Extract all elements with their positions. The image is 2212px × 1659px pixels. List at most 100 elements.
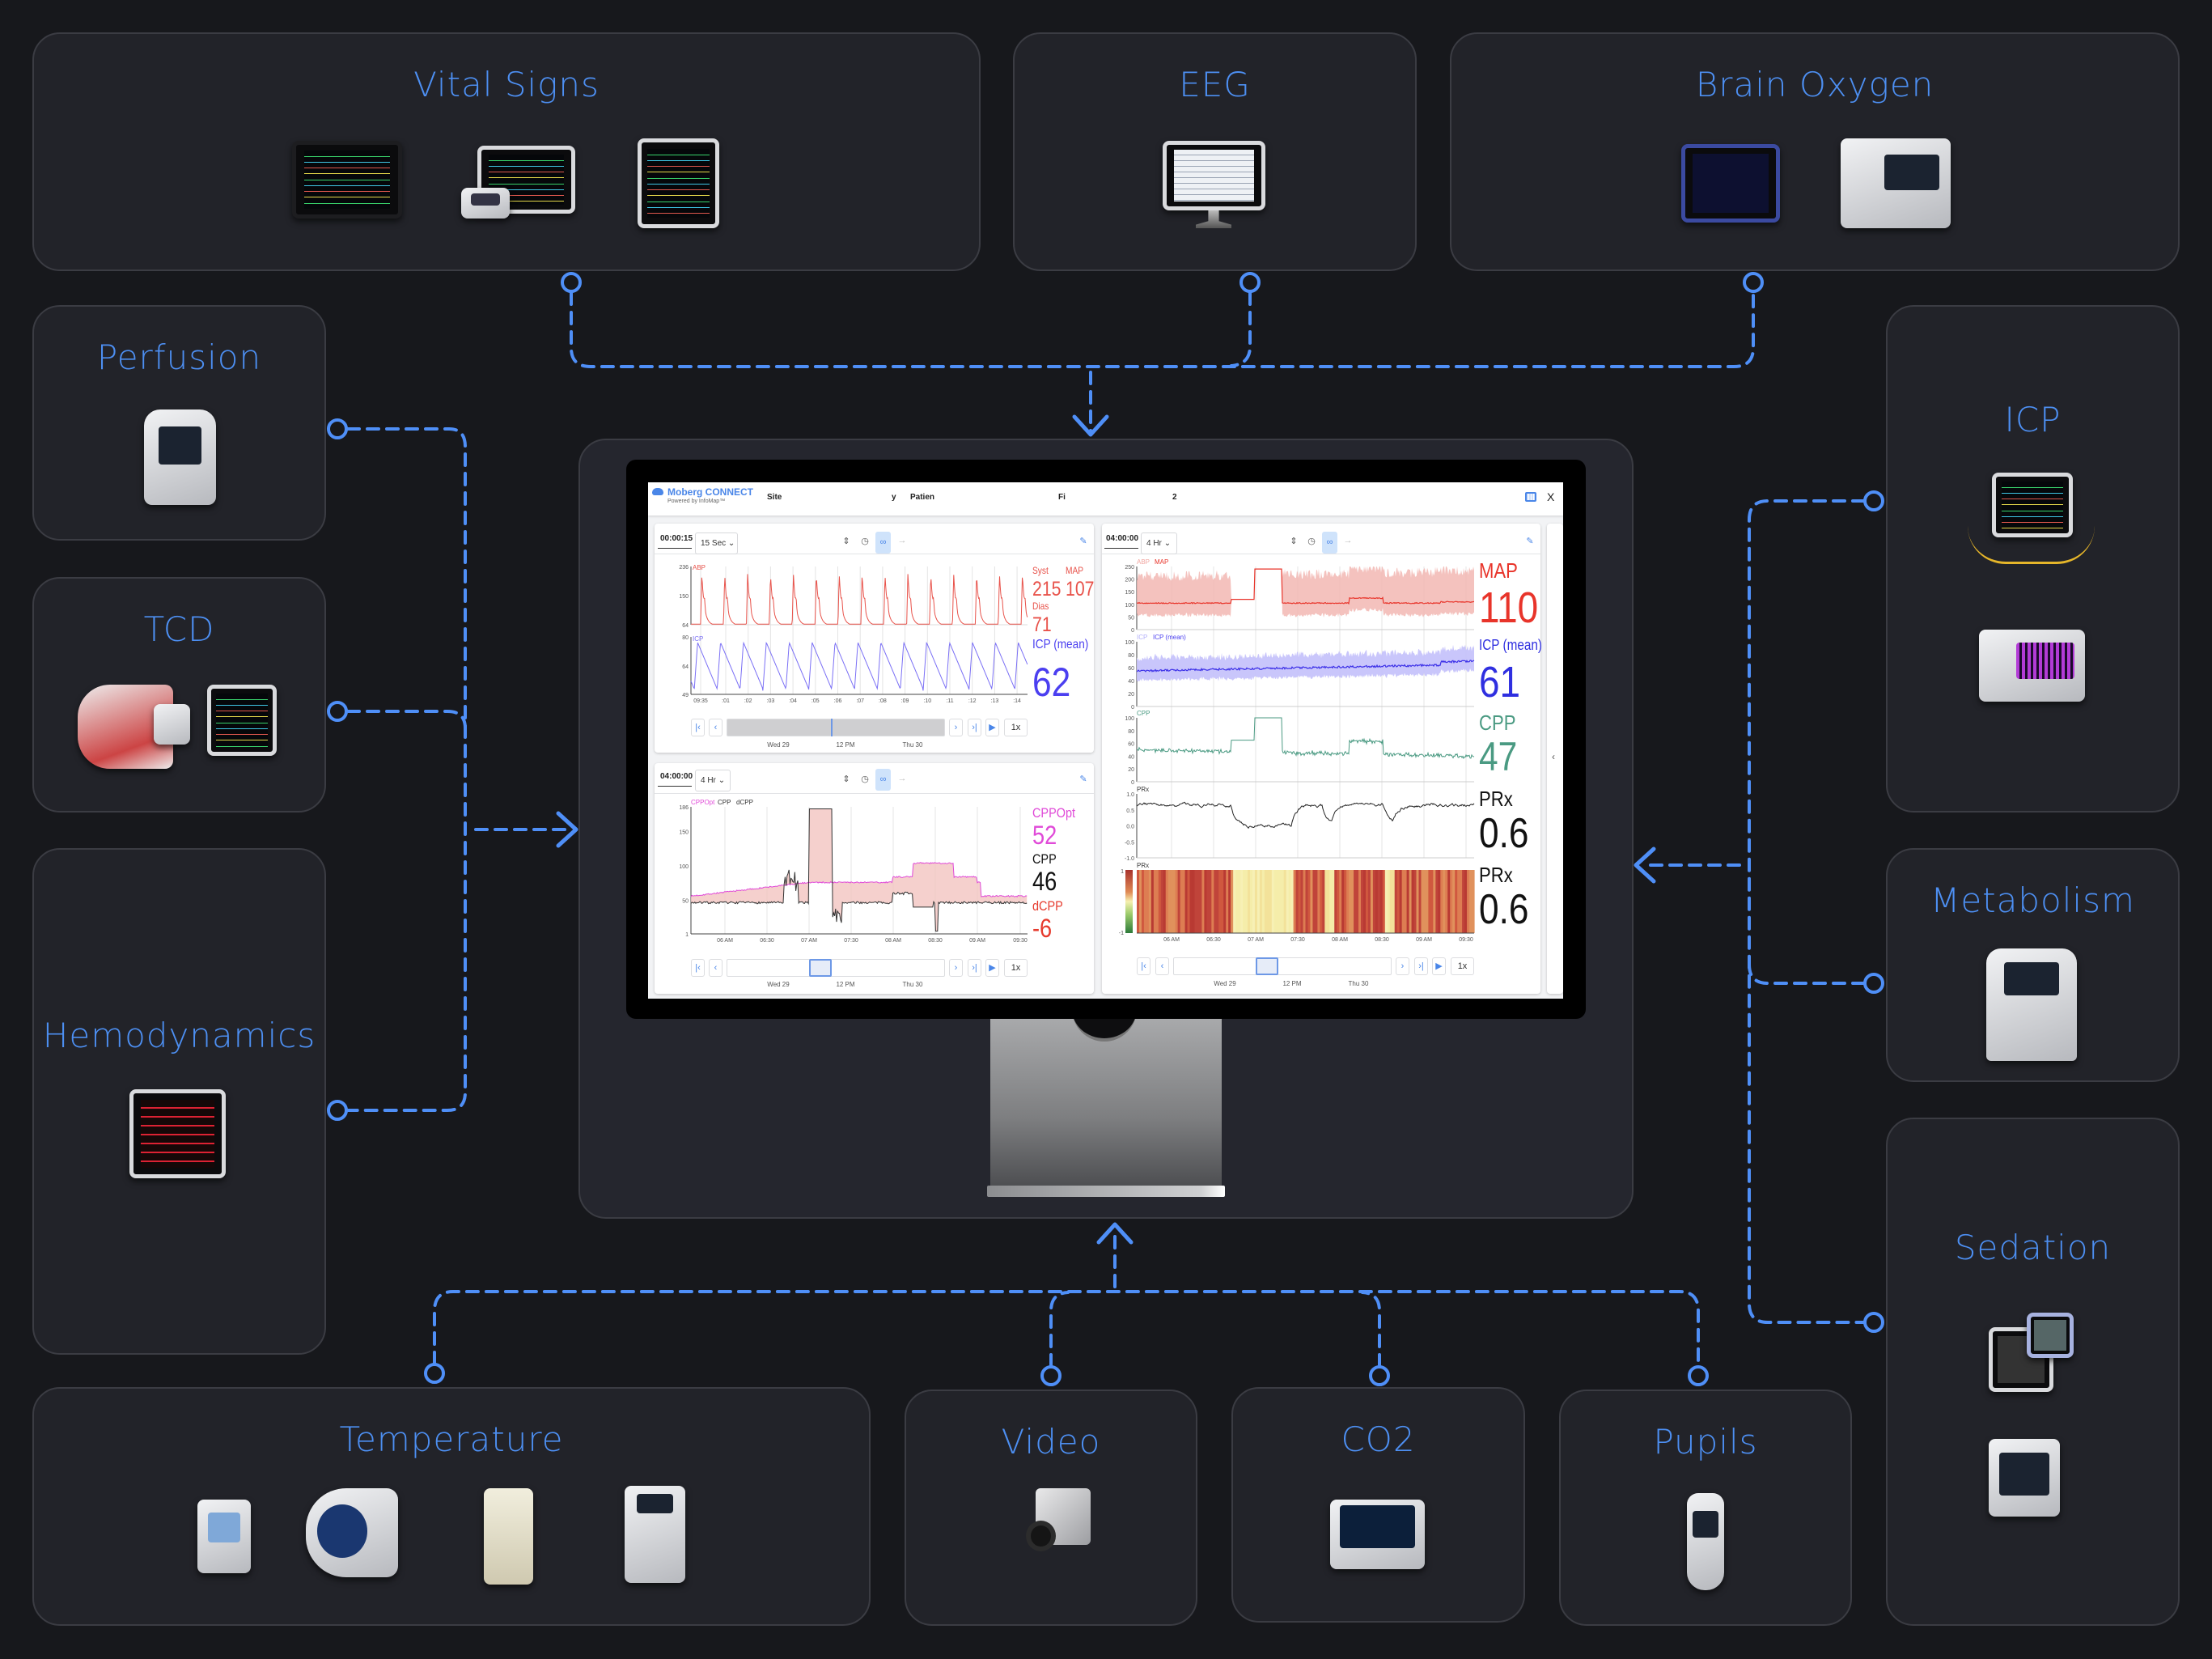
timeline-scrubber[interactable] bbox=[727, 719, 945, 736]
time-tick-label: :04 bbox=[789, 698, 797, 704]
map-value: 107 bbox=[1066, 578, 1095, 600]
expand-icon[interactable]: ⇕ bbox=[842, 774, 850, 784]
heatmap-cell bbox=[1379, 870, 1384, 933]
heatmap-cell bbox=[1252, 870, 1256, 933]
heatmap-cell bbox=[1377, 870, 1381, 933]
arrow-right-icon[interactable]: → bbox=[897, 536, 907, 545]
clock-icon[interactable]: ◷ bbox=[861, 537, 869, 546]
previous-button[interactable]: ‹ bbox=[709, 959, 723, 977]
trend-map-label: MAP bbox=[1479, 558, 1518, 583]
link-icon[interactable]: ∞ bbox=[1322, 532, 1337, 554]
collapse-chevron-icon[interactable]: ‹ bbox=[1552, 751, 1555, 762]
duration-arrow-icon bbox=[658, 786, 692, 787]
heatmap-cell bbox=[1418, 870, 1422, 933]
pencil-icon[interactable]: ✎ bbox=[1079, 774, 1087, 784]
heatmap-cell bbox=[1426, 870, 1430, 933]
timeline-scrubber[interactable] bbox=[1173, 957, 1392, 975]
collapsed-sidebar[interactable] bbox=[1547, 524, 1563, 994]
heatmap-cell bbox=[1148, 870, 1152, 933]
icp-trend-tick-label: 80 bbox=[1128, 653, 1134, 659]
heatmap-cell bbox=[1349, 870, 1352, 933]
timeline-cursor[interactable] bbox=[831, 719, 833, 736]
device-tcd-headset-image bbox=[154, 704, 190, 745]
port-vital-signs bbox=[561, 272, 582, 293]
jump-start-button[interactable]: |‹ bbox=[691, 959, 705, 977]
heatmap-cell bbox=[1464, 870, 1468, 933]
jump-end-button[interactable]: ›| bbox=[1414, 957, 1428, 975]
jump-end-button[interactable]: ›| bbox=[968, 719, 981, 736]
heatmap-cell bbox=[1404, 870, 1408, 933]
heatmap-cell bbox=[1365, 870, 1369, 933]
speed-select[interactable]: 1x bbox=[1451, 957, 1474, 975]
range-value: 4 Hr bbox=[1146, 539, 1162, 548]
icp-legend: ICP bbox=[1137, 634, 1147, 641]
monitor-stand bbox=[990, 1019, 1222, 1186]
device-video-camera-image bbox=[1025, 1488, 1091, 1552]
heatmap-cell bbox=[1163, 870, 1167, 933]
next-button[interactable]: › bbox=[949, 719, 963, 736]
prx-heatmap-legend: PRx bbox=[1137, 862, 1149, 869]
map-legend: MAP bbox=[1155, 558, 1168, 566]
arrow-right-icon[interactable]: → bbox=[897, 774, 907, 783]
link-icon[interactable]: ∞ bbox=[875, 769, 891, 791]
range-dropdown[interactable]: 15 Sec ⌄ bbox=[695, 532, 738, 554]
heatmap-cell bbox=[1433, 870, 1436, 933]
next-button[interactable]: › bbox=[1396, 957, 1409, 975]
header-patient[interactable]: Patien bbox=[910, 493, 935, 502]
close-button[interactable]: X bbox=[1547, 490, 1555, 503]
icp-mean-legend: ICP (mean) bbox=[1153, 634, 1186, 641]
previous-button[interactable]: ‹ bbox=[709, 719, 723, 736]
cppopt-line bbox=[690, 862, 1028, 897]
expand-icon[interactable]: ⇕ bbox=[1290, 537, 1298, 546]
icp-tick-label: 80 bbox=[682, 635, 689, 641]
next-button[interactable]: › bbox=[949, 959, 963, 977]
connector-bottom bbox=[433, 1290, 1700, 1368]
pencil-icon[interactable]: ✎ bbox=[1079, 537, 1087, 546]
card-title: EEG bbox=[1179, 65, 1251, 104]
heatmap-cell bbox=[1409, 870, 1413, 933]
device-temperature-device-image bbox=[625, 1486, 685, 1583]
time-tick-label: 07 AM bbox=[1248, 937, 1264, 943]
range-dropdown[interactable]: 4 Hr ⌄ bbox=[695, 770, 731, 791]
jump-start-button[interactable]: |‹ bbox=[1137, 957, 1150, 975]
keyboard-icon[interactable] bbox=[1525, 492, 1536, 502]
icp-trend-tick-label: 0 bbox=[1131, 705, 1134, 711]
expand-icon[interactable]: ⇕ bbox=[842, 537, 850, 546]
device-icp-cable-image bbox=[1968, 526, 2095, 564]
arrow-head-right bbox=[556, 811, 578, 848]
pencil-icon[interactable]: ✎ bbox=[1526, 537, 1534, 546]
time-tick-label: 09 AM bbox=[969, 938, 985, 944]
timeline-date: Wed 29 bbox=[767, 741, 790, 749]
play-button[interactable]: ▶ bbox=[1432, 957, 1446, 975]
play-button[interactable]: ▶ bbox=[985, 719, 999, 736]
heatmap-cell bbox=[1413, 870, 1417, 933]
speed-select[interactable]: 1x bbox=[1004, 959, 1028, 977]
time-tick-label: :08 bbox=[879, 698, 887, 704]
previous-button[interactable]: ‹ bbox=[1155, 957, 1169, 975]
speed-select[interactable]: 1x bbox=[1004, 719, 1028, 736]
header-site[interactable]: Site bbox=[767, 493, 782, 502]
link-icon[interactable]: ∞ bbox=[875, 532, 891, 554]
icp-tick-label: 49 bbox=[682, 693, 689, 698]
heatmap-cell bbox=[1278, 870, 1282, 933]
prx-trend-line bbox=[1136, 801, 1475, 830]
heatmap-cell bbox=[1206, 870, 1210, 933]
clock-icon[interactable]: ◷ bbox=[861, 774, 869, 784]
prx-colorbar bbox=[1125, 870, 1133, 933]
prx-tick-label: 0.0 bbox=[1126, 825, 1134, 830]
heatmap-cell bbox=[1440, 870, 1443, 933]
map-tick-label: 50 bbox=[1128, 615, 1134, 621]
range-dropdown[interactable]: 4 Hr ⌄ bbox=[1141, 532, 1177, 554]
clock-icon[interactable]: ◷ bbox=[1307, 537, 1316, 546]
arrow-right-icon[interactable]: → bbox=[1343, 536, 1353, 545]
cppopt-legend: CPPOpt bbox=[691, 799, 715, 806]
play-button[interactable]: ▶ bbox=[985, 959, 999, 977]
jump-start-button[interactable]: |‹ bbox=[691, 719, 705, 736]
port-metabolism bbox=[1863, 973, 1884, 994]
cpp-legend: CPP bbox=[718, 799, 731, 806]
icp-legend: ICP bbox=[693, 635, 703, 643]
timeline-selection[interactable] bbox=[1256, 957, 1278, 975]
timeline-selection[interactable] bbox=[809, 959, 832, 977]
jump-end-button[interactable]: ›| bbox=[968, 959, 981, 977]
timeline-scrubber[interactable] bbox=[727, 959, 945, 977]
